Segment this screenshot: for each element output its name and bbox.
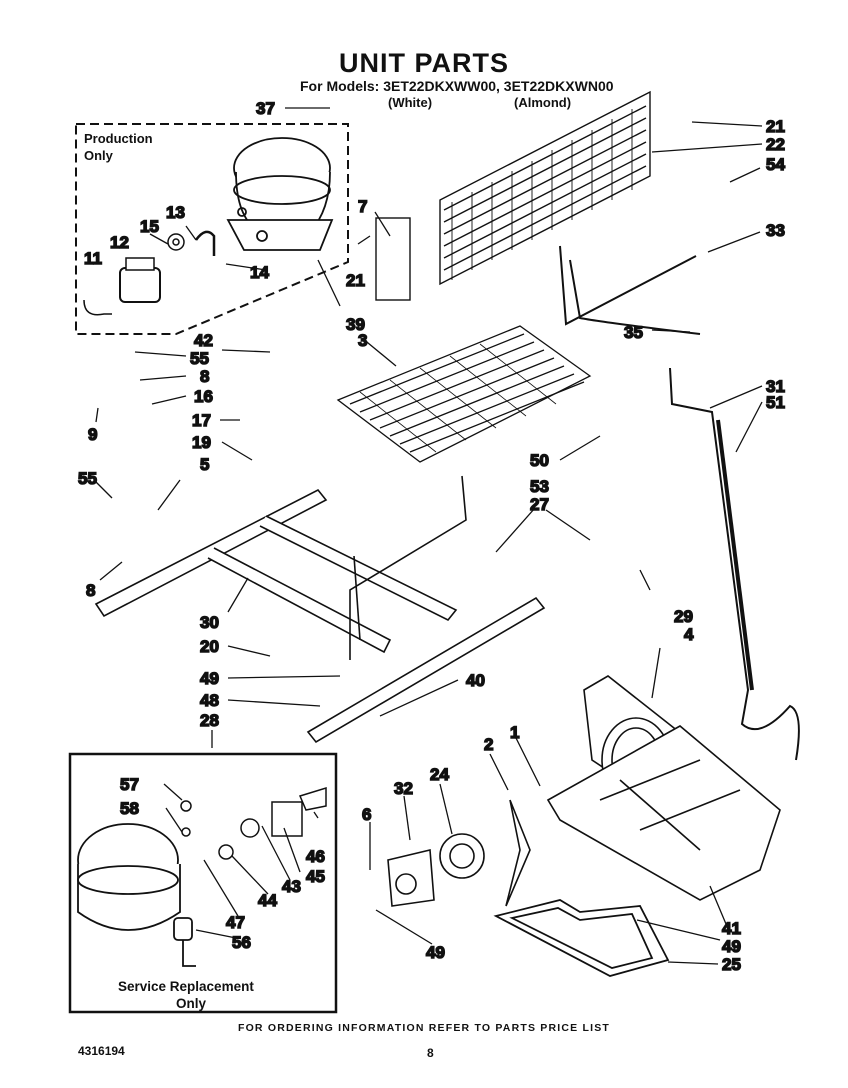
production-only-box: [75, 123, 349, 335]
service-label-line2: Only: [176, 996, 207, 1011]
drain-pan: [493, 899, 670, 977]
callout-8-top: 8: [200, 367, 209, 386]
callout-39: 39: [346, 315, 365, 334]
callout-48: 48: [200, 691, 219, 710]
callout-54: 54: [766, 155, 785, 174]
evaporator-coil: [336, 325, 592, 463]
callout-11: 11: [84, 249, 102, 268]
callout-49-mid: 49: [200, 669, 219, 688]
service-label-line1: Service Replacement: [118, 979, 254, 994]
callout-55-top: 55: [190, 349, 209, 368]
callout-30: 30: [200, 613, 219, 632]
callout-45: 45: [306, 867, 325, 886]
callout-37: 37: [256, 99, 275, 118]
callout-12: 12: [110, 233, 129, 252]
callout-55-left: 55: [78, 469, 97, 488]
callout-27: 27: [530, 495, 549, 514]
compressor-production: [226, 137, 334, 251]
callout-32: 32: [394, 779, 413, 798]
callout-14: 14: [250, 263, 269, 282]
callout-50: 50: [530, 451, 549, 470]
callout-1: 1: [510, 723, 519, 742]
callout-13: 13: [166, 203, 185, 222]
callout-47: 47: [226, 913, 245, 932]
callout-51: 51: [766, 393, 785, 412]
service-box-label: Service Replacement Only: [118, 978, 254, 1012]
production-box-label: Production Only: [84, 130, 153, 164]
leader-lines: [95, 107, 763, 965]
compressor-service: [77, 823, 196, 967]
callout-4: 4: [684, 625, 694, 644]
callout-56: 56: [232, 933, 251, 952]
callout-46: 46: [306, 847, 325, 866]
callout-42: 42: [194, 331, 213, 350]
production-label-line1: Production: [84, 131, 153, 146]
production-label-line2: Only: [84, 148, 113, 163]
callout-58: 58: [120, 799, 139, 818]
callout-21-top: 21: [766, 117, 785, 136]
production-small-parts: [83, 230, 216, 316]
callout-17: 17: [192, 411, 211, 430]
callout-20: 20: [200, 637, 219, 656]
callout-3: 3: [358, 331, 367, 350]
callout-7: 7: [358, 197, 367, 216]
callout-49-right: 49: [722, 937, 741, 956]
callout-19: 19: [192, 433, 211, 452]
service-small-parts: [180, 786, 327, 860]
callout-15: 15: [140, 217, 159, 236]
callout-53: 53: [530, 477, 549, 496]
callout-35: 35: [624, 323, 643, 342]
callout-16: 16: [194, 387, 213, 406]
callout-41: 41: [722, 919, 741, 938]
callout-33: 33: [766, 221, 785, 240]
fan-motor-blade: [387, 799, 531, 907]
callout-21-mid: 21: [346, 271, 365, 290]
service-replacement-box: [68, 752, 338, 1014]
callout-22: 22: [766, 135, 785, 154]
white-label: (White): [388, 95, 433, 110]
callout-31: 31: [766, 377, 785, 396]
page-title: UNIT PARTS: [339, 48, 509, 78]
callout-25: 25: [722, 955, 741, 974]
fan-shroud-base: [546, 675, 781, 901]
callout-5: 5: [200, 455, 209, 474]
callout-44: 44: [258, 891, 277, 910]
condenser-coil: [375, 90, 651, 301]
callout-24: 24: [430, 765, 449, 784]
base-rails: [94, 475, 546, 744]
callout-9: 9: [88, 425, 97, 444]
callout-labels: 37 21 22 54 7 33 13 15 12 11 14 21 39 35…: [77, 98, 786, 975]
callout-43: 43: [282, 877, 301, 896]
ordering-info: FOR ORDERING INFORMATION REFER TO PARTS …: [237, 1022, 611, 1034]
callout-29: 29: [674, 607, 693, 626]
callout-6: 6: [362, 805, 371, 824]
callout-49-bottom: 49: [426, 943, 445, 962]
callout-8-left: 8: [86, 581, 95, 600]
almond-label: (Almond): [514, 95, 572, 110]
models-line: For Models: 3ET22DKXWW00, 3ET22DKXWN00: [300, 78, 614, 94]
callout-57: 57: [120, 775, 139, 794]
callout-40: 40: [466, 671, 485, 690]
callout-28: 28: [200, 711, 219, 730]
page-number: 8: [427, 1046, 434, 1060]
document-number: 4316194: [78, 1044, 125, 1058]
callout-2: 2: [484, 735, 493, 754]
